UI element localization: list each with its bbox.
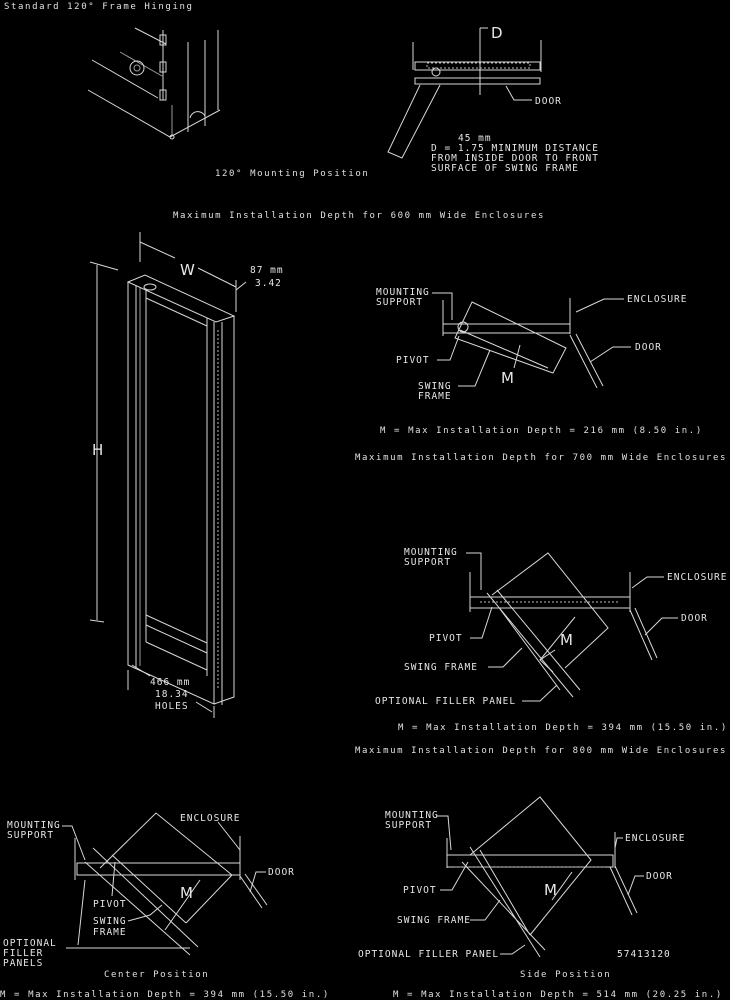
mounting-support-label-2: SUPPORT	[376, 297, 423, 308]
enclosure-label: ENCLOSURE	[180, 813, 240, 824]
pivot-label: PIVOT	[93, 899, 127, 910]
m-label: M	[560, 631, 573, 649]
pivot-label: PIVOT	[429, 633, 463, 644]
mounting-120-diagram: D DOOR 45 mm D = 1.75 MINIMUM DISTANCE F…	[215, 24, 599, 179]
pivot-label: PIVOT	[403, 885, 437, 896]
enclosure-700-diagram: MOUNTING SUPPORT ENCLOSURE DOOR PIVOT SW…	[375, 547, 728, 733]
mounting-support-label: MOUNTING	[7, 820, 61, 831]
enclosure-600-diagram: MOUNTING SUPPORT ENCLOSURE DOOR PIVOT SW…	[376, 287, 703, 436]
m-label: M	[544, 881, 557, 899]
enclosure-label: ENCLOSURE	[667, 572, 727, 583]
caption-center-position: Center Position	[104, 970, 209, 980]
width-label: W	[180, 261, 195, 279]
note-line-2: D = 1.75 MINIMUM DISTANCE	[431, 143, 599, 154]
swing-frame-label-2: FRAME	[418, 391, 452, 402]
filler-panel-label: OPTIONAL FILLER PANEL	[358, 949, 499, 960]
door-label: DOOR	[635, 342, 662, 353]
mounting-support-label-2: SUPPORT	[7, 830, 54, 841]
result-800-center: M = Max Installation Depth = 394 mm (15.…	[0, 990, 330, 1000]
drawing-title: Standard 120° Frame Hinging	[4, 2, 194, 12]
m-label: M	[180, 884, 193, 902]
swing-frame-label: SWING FRAME	[397, 915, 471, 926]
mounting-support-label: MOUNTING	[376, 287, 430, 298]
depth-in: 3.42	[255, 278, 282, 289]
swing-frame-label: SWING	[418, 381, 452, 392]
dimension-d-label: D	[491, 24, 503, 42]
m-label: M	[501, 369, 514, 387]
drawing-number: 57413120	[617, 949, 671, 960]
pivot-label: PIVOT	[396, 355, 430, 366]
enclosure-800-side-diagram: MOUNTING SUPPORT ENCLOSURE DOOR PIVOT SW…	[358, 796, 723, 1000]
enclosure-label: ENCLOSURE	[625, 833, 685, 844]
holes-mm: 466 mm	[150, 677, 190, 688]
note-line-3: FROM INSIDE DOOR TO FRONT	[431, 153, 599, 164]
door-label: DOOR	[268, 867, 295, 878]
height-label: H	[92, 441, 103, 459]
swing-frame-label: SWING	[93, 916, 127, 927]
swing-frame-label: SWING FRAME	[404, 662, 478, 673]
note-45mm: 45 mm	[458, 133, 492, 144]
result-600: M = Max Installation Depth = 216 mm (8.5…	[380, 426, 703, 436]
filler-panels-label: OPTIONAL	[3, 938, 57, 949]
filler-panel-label: OPTIONAL FILLER PANEL	[375, 696, 516, 707]
caption-120-mounting: 120° Mounting Position	[215, 169, 369, 179]
note-line-4: SURFACE OF SWING FRAME	[431, 163, 579, 174]
swing-frame-elevation: H W 87 mm 3.42 466 mm 18.34 HOLES	[89, 232, 284, 718]
filler-panels-label-3: PANELS	[3, 958, 43, 969]
mounting-support-label-2: SUPPORT	[385, 820, 432, 831]
mounting-support-label-2: SUPPORT	[404, 557, 451, 568]
door-label: DOOR	[535, 96, 562, 107]
heading-700mm: Maximum Installation Depth for 700 mm Wi…	[355, 453, 727, 463]
hinge-detail	[87, 27, 221, 140]
caption-side-position: Side Position	[520, 970, 611, 980]
heading-800mm: Maximum Installation Depth for 800 mm Wi…	[355, 746, 727, 756]
door-label: DOOR	[646, 871, 673, 882]
enclosure-label: ENCLOSURE	[627, 294, 687, 305]
door-label: DOOR	[681, 613, 708, 624]
depth-mm: 87 mm	[250, 265, 284, 276]
result-800-side: M = Max Installation Depth = 514 mm (20.…	[393, 990, 723, 1000]
mounting-support-label: MOUNTING	[385, 810, 439, 821]
holes-label: HOLES	[155, 701, 189, 712]
swing-frame-label-2: FRAME	[93, 927, 127, 938]
result-700: M = Max Installation Depth = 394 mm (15.…	[398, 723, 728, 733]
holes-in: 18.34	[155, 689, 189, 700]
filler-panels-label-2: FILLER	[3, 948, 43, 959]
enclosure-800-center-diagram: MOUNTING SUPPORT ENCLOSURE DOOR PIVOT SW…	[0, 812, 330, 1000]
heading-600mm: Maximum Installation Depth for 600 mm Wi…	[173, 211, 545, 221]
mounting-support-label: MOUNTING	[404, 547, 458, 558]
